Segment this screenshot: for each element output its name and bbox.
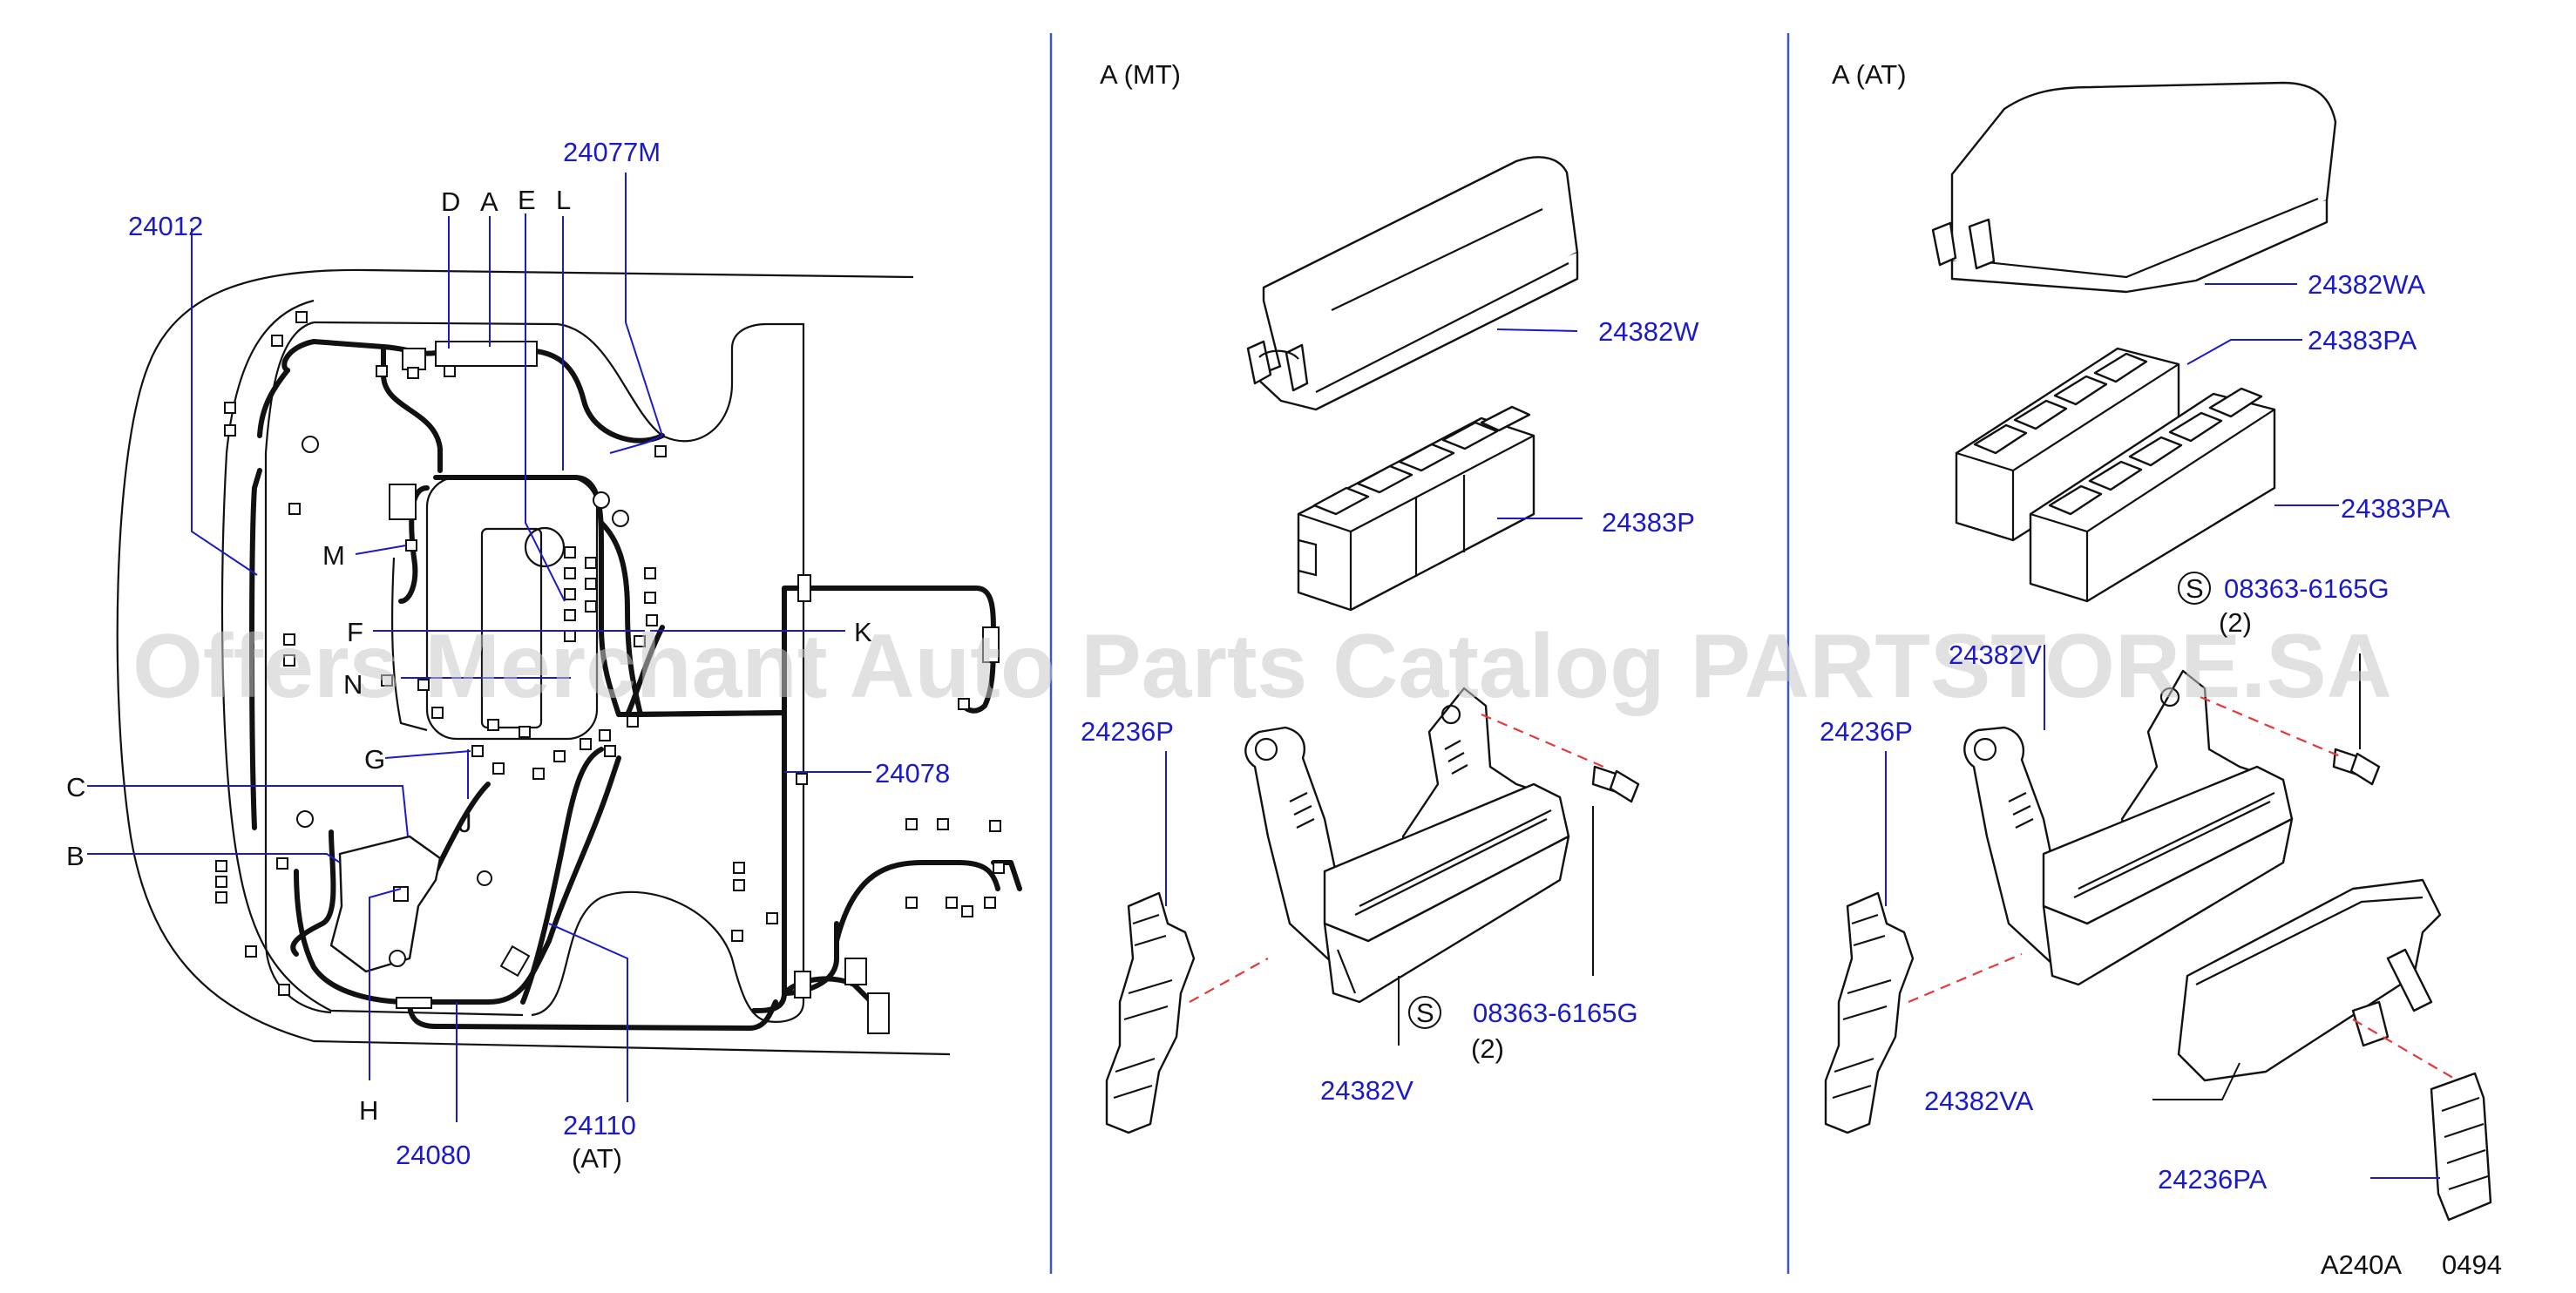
label-j: J — [458, 808, 472, 838]
label-d: D — [441, 186, 460, 217]
callout-bolt-at[interactable]: 08363-6165G — [2224, 573, 2390, 604]
s-symbol-circle-at — [2178, 572, 2211, 605]
label-c: C — [66, 772, 85, 802]
callout-24382w[interactable]: 24382W — [1598, 316, 1699, 347]
callout-24382va[interactable]: 24382VA — [1924, 1086, 2034, 1116]
section-title-mt: A (MT) — [1100, 59, 1181, 90]
callout-24383p[interactable]: 24383P — [1602, 507, 1695, 538]
main-harness — [249, 339, 1022, 1031]
relay-block-24383pa-lower — [2029, 387, 2276, 603]
callout-24236pa[interactable]: 24236PA — [2158, 1164, 2268, 1195]
s-symbol-circle-mt — [1408, 996, 1441, 1029]
harness-connectors — [215, 311, 1005, 1034]
section-title-at: A (AT) — [1832, 59, 1907, 90]
callout-24382wa[interactable]: 24382WA — [2308, 269, 2425, 300]
label-l: L — [556, 185, 571, 215]
tray-24382va — [2177, 878, 2442, 1082]
s-symbol-at: S — [2186, 573, 2204, 604]
label-g: G — [364, 744, 385, 775]
callout-24080[interactable]: 24080 — [396, 1140, 471, 1170]
bolt-at — [2332, 748, 2381, 786]
relay-box — [329, 835, 442, 973]
callout-24012[interactable]: 24012 — [128, 211, 203, 241]
callout-24077m[interactable]: 24077M — [563, 137, 661, 167]
mt-leaders — [1165, 328, 1594, 1046]
label-e: E — [518, 185, 536, 215]
footer-number: 0494 — [2442, 1249, 2502, 1280]
callout-24383pa-upper[interactable]: 24383PA — [2308, 325, 2417, 355]
bracket-24382v-at — [1963, 669, 2294, 986]
bracket-24382v — [1244, 687, 1570, 1004]
watermark-text: Offers Merchant Auto Parts Catalog PARTS… — [132, 616, 2392, 717]
callout-bolt-mt[interactable]: 08363-6165G — [1473, 998, 1638, 1028]
relay-block-24383pa-upper — [1955, 347, 2180, 542]
label-k: K — [854, 617, 872, 647]
footer-code: A240A — [2321, 1249, 2402, 1280]
callout-24382v-at[interactable]: 24382V — [1949, 640, 2042, 670]
callout-24236p-mt[interactable]: 24236P — [1081, 716, 1174, 747]
callout-24110[interactable]: 24110 — [563, 1110, 636, 1141]
callout-24236p-at[interactable]: 24236P — [1820, 716, 1913, 747]
bolt-qty-mt: (2) — [1471, 1033, 1504, 1064]
left-leaders — [87, 173, 871, 1122]
relay-block-24383p — [1297, 405, 1535, 612]
cover-24382wa — [1931, 81, 2337, 294]
bolt-qty-at: (2) — [2219, 607, 2252, 638]
callout-24383pa-lower[interactable]: 24383PA — [2341, 493, 2451, 524]
cover-24382w — [1246, 156, 1579, 411]
s-symbol-mt: S — [1416, 998, 1434, 1028]
callout-24110-note: (AT) — [572, 1143, 622, 1174]
label-a: A — [480, 186, 498, 217]
guides-at — [1908, 695, 2458, 1081]
label-b: B — [66, 841, 85, 871]
label-f: F — [347, 617, 363, 647]
clip-24236p — [1105, 891, 1196, 1134]
guides-mt — [1189, 713, 1604, 1003]
label-m: M — [322, 540, 345, 571]
bolt-mt — [1591, 765, 1640, 803]
label-n: N — [343, 669, 363, 700]
clip-24236pa — [2430, 1072, 2492, 1222]
at-leaders — [1885, 283, 2440, 1179]
label-h: H — [359, 1095, 378, 1126]
callout-24078[interactable]: 24078 — [875, 758, 950, 789]
clip-24236p-at — [1824, 891, 1915, 1134]
callout-24382v-mt[interactable]: 24382V — [1320, 1075, 1413, 1106]
